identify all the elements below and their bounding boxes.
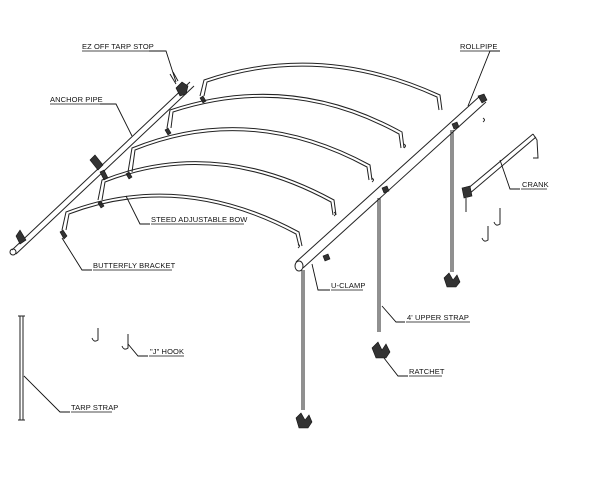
- bow-2: [166, 93, 405, 149]
- label-anchor-pipe: ANCHOR PIPE: [50, 95, 103, 104]
- labels: EZ OFF TARP STOP ANCHOR PIPE ROLLPIPE CR…: [50, 42, 549, 413]
- label-tarp-strap: TARP STRAP: [71, 403, 118, 412]
- ratchets: [295, 272, 461, 429]
- anchor-pipe: [9, 81, 195, 256]
- label-butterfly-bracket: BUTTERFLY BRACKET: [93, 261, 176, 270]
- crank: [461, 133, 539, 212]
- label-upper-strap: 4' UPPER STRAP: [407, 313, 469, 322]
- label-rollpipe: ROLLPIPE: [460, 42, 497, 51]
- label-j-hook: "J" HOOK: [150, 347, 184, 356]
- j-hooks: [91, 208, 501, 350]
- label-ez-off-tarp-stop: EZ OFF TARP STOP: [82, 42, 154, 51]
- leader-lines: [23, 50, 520, 413]
- bow-1: [199, 62, 443, 111]
- bow-4: [97, 161, 337, 216]
- tarp-strap: [18, 315, 25, 421]
- label-u-clamp: U-CLAMP: [331, 281, 365, 290]
- ez-off-tarp-stop: [169, 71, 189, 97]
- bow-3: [127, 127, 373, 181]
- bow-5: [61, 193, 303, 247]
- steed-adjustable-bows: [61, 62, 443, 247]
- label-crank: CRANK: [522, 180, 549, 189]
- upper-straps: [301, 130, 454, 410]
- rollpipe: [294, 93, 488, 272]
- label-steed-adjustable-bow: STEED ADJUSTABLE BOW: [151, 215, 248, 224]
- small-hardware: [297, 117, 485, 249]
- label-ratchet: RATCHET: [409, 367, 445, 376]
- butterfly-bracket-group: [15, 95, 207, 245]
